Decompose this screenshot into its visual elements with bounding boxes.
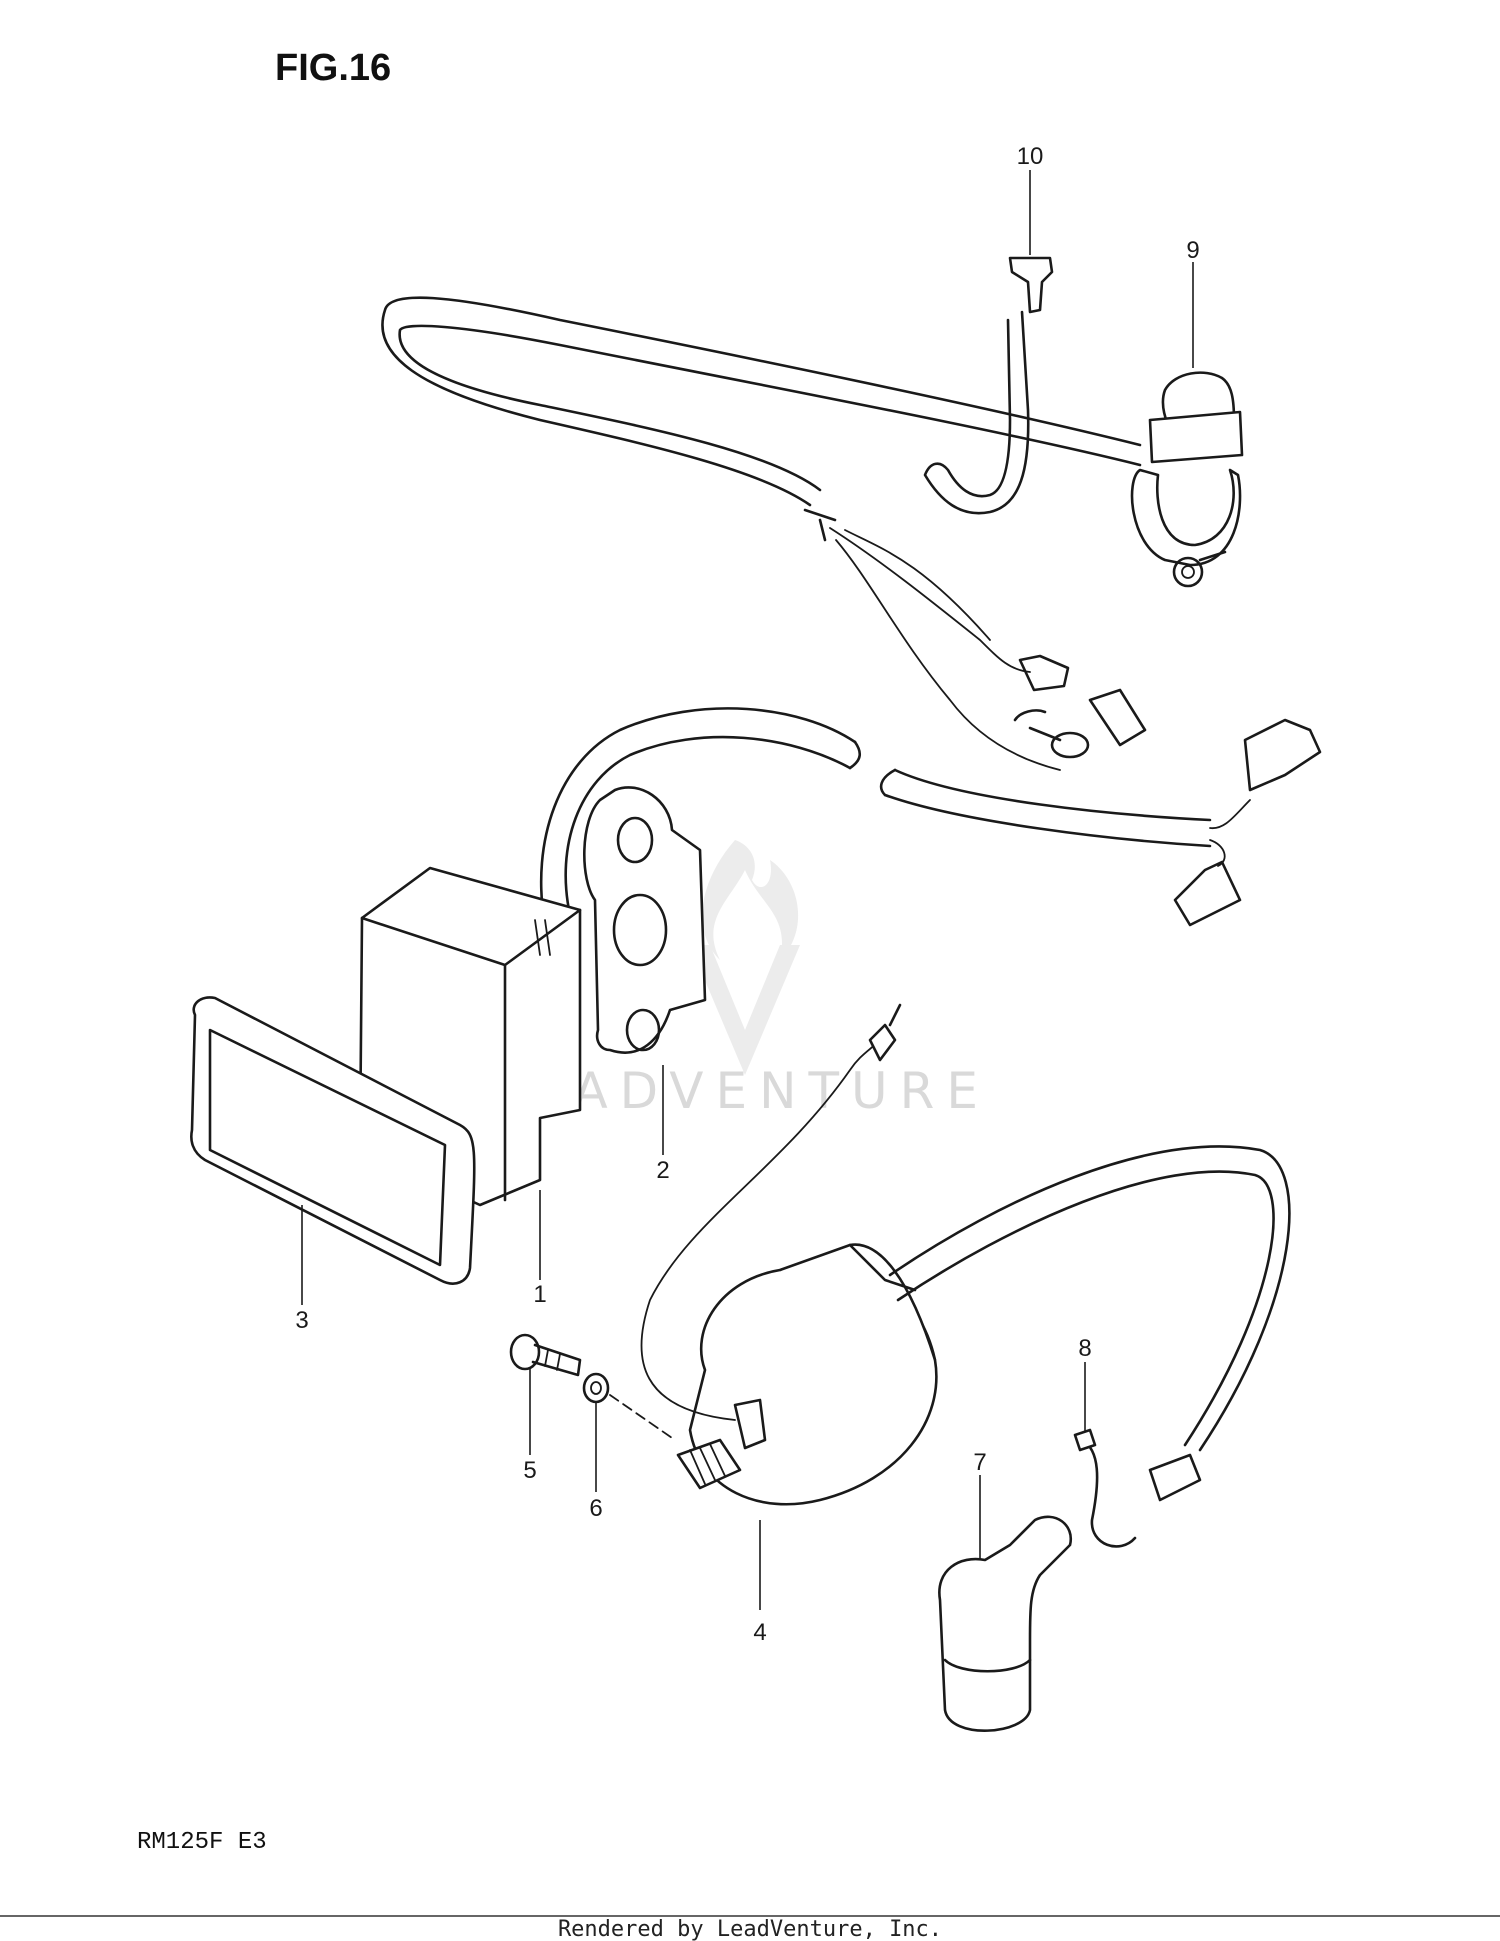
- assembly-line: [609, 1394, 676, 1441]
- callout-1: 1: [533, 1281, 546, 1308]
- callout-2: 2: [656, 1157, 669, 1184]
- cdi-band: [190, 996, 476, 1285]
- callout-6: 6: [589, 1495, 602, 1522]
- callout-3: 3: [295, 1307, 308, 1334]
- footer-credit: Rendered by LeadVenture, Inc.: [558, 1917, 942, 1941]
- callout-10: 10: [1017, 143, 1044, 170]
- figure-title: FIG.16: [275, 47, 391, 89]
- callout-5: 5: [523, 1457, 536, 1484]
- callout-4: 4: [753, 1619, 766, 1646]
- callout-9: 9: [1186, 237, 1199, 264]
- harness-band: [923, 256, 1054, 515]
- washer: [582, 1372, 610, 1404]
- cdi-gasket: [583, 786, 707, 1054]
- spark-plug-cap: [938, 1515, 1073, 1732]
- wire-harness-lower: [539, 688, 1322, 927]
- model-code: RM125F E3: [137, 1829, 267, 1856]
- ignition-coil: [640, 1003, 1291, 1506]
- mounting-screw: [509, 1333, 582, 1377]
- cap-clip: [1073, 1428, 1137, 1548]
- watermark-logo: [690, 840, 800, 1075]
- kill-switch: [1130, 371, 1244, 588]
- callout-7: 7: [973, 1449, 986, 1476]
- callout-8: 8: [1078, 1335, 1091, 1362]
- wire-harness-upper: [381, 296, 1142, 771]
